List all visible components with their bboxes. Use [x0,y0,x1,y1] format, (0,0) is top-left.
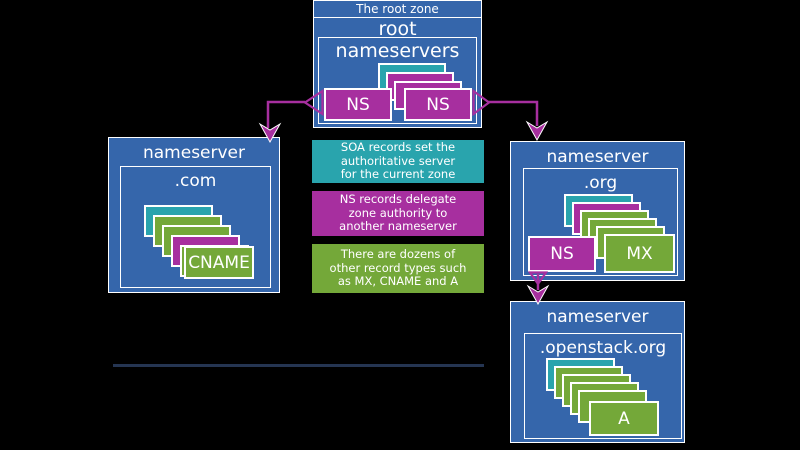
root-zone-separator [314,17,481,18]
org-nameserver-box: nameserver .org NS MX [510,141,685,281]
nameserver-title: nameserver [142,143,246,163]
arrow-head-icon [525,120,549,142]
com-zone-inner-box: .com [120,166,271,288]
mx-record-card: MX [604,234,675,273]
com-domain-label: .com [174,171,217,191]
com-nameserver-box: nameserver .com CNAME [108,137,280,293]
nameserver-title: nameserver [546,147,649,167]
nameserver-title: nameserver [546,307,649,327]
openstack-domain-label: .openstack.org [539,338,667,358]
ns-record-card: NS [324,88,392,121]
org-zone-inner-box: .org [523,168,678,276]
root-zone-label: The root zone [356,2,439,16]
cname-record-card: CNAME [184,246,254,279]
legend-other-records: There are dozens of other record types s… [312,244,484,293]
legend-ns: NS records delegate zone authority to an… [312,191,484,236]
openstack-nameserver-box: nameserver .openstack.org A [510,301,685,443]
divider-line [113,364,484,367]
org-domain-label: .org [583,173,618,193]
openstack-zone-inner-box: .openstack.org [524,333,682,439]
legend-soa: SOA records set the authoritative server… [312,140,484,183]
ns-record-card: NS [528,236,596,272]
root-domain-label: . [395,39,400,54]
root-nameservers-title: root nameservers [335,18,460,62]
root-zone-inner-box: . [318,37,477,124]
ns-record-card: NS [404,88,472,121]
a-record-card: A [589,401,659,436]
arrow-root-to-org [472,88,549,142]
root-zone-box: The root zone root nameservers . NS NS [313,0,482,128]
